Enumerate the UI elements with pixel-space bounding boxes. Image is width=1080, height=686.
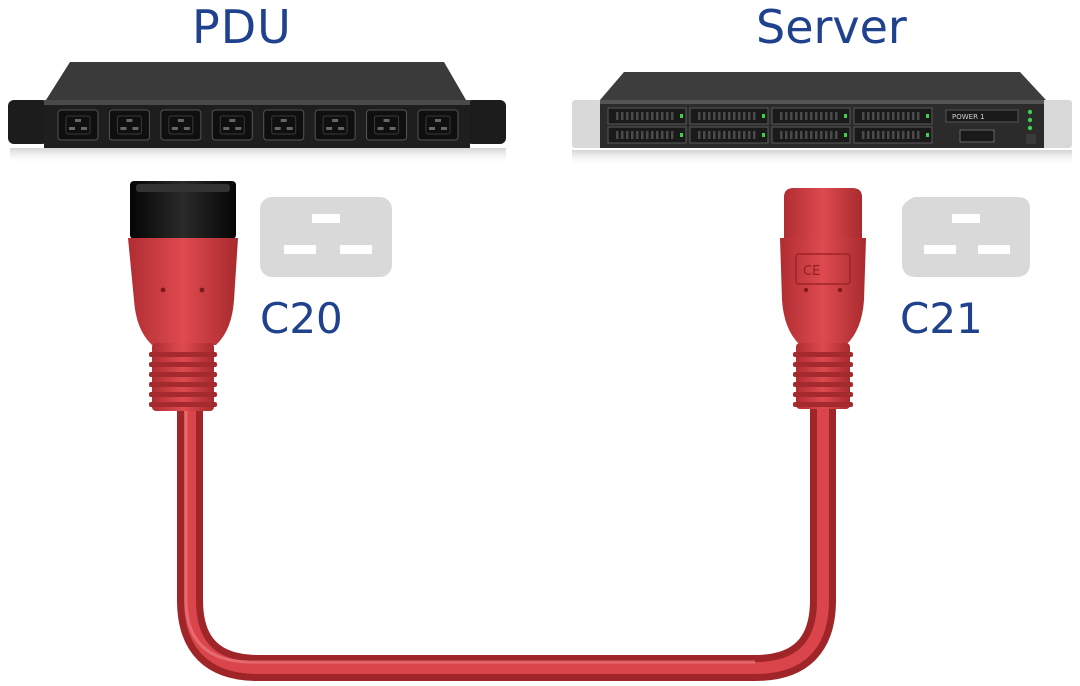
server-drive-bay [689, 126, 769, 144]
server-drive-bay [771, 126, 851, 144]
status-led [1027, 109, 1033, 115]
c20-inlet-icon [260, 197, 392, 277]
power-cable [177, 387, 836, 681]
pdu-outlet [57, 109, 99, 141]
server-title: Server [756, 0, 907, 54]
pdu-outlet [263, 109, 305, 141]
c21-plug: CE [780, 188, 866, 409]
svg-text:CE: CE [803, 264, 820, 279]
server-drive-bay [771, 107, 851, 125]
c20-label: C20 [260, 294, 343, 343]
server-drive-bay [853, 126, 933, 144]
pdu-outlet [314, 109, 356, 141]
server-drive-bay [853, 107, 933, 125]
pdu-outlet [108, 109, 150, 141]
c20-plug [128, 181, 238, 411]
pdu-title: PDU [192, 0, 292, 54]
status-led [1027, 125, 1033, 131]
c21-label: C21 [900, 294, 983, 343]
server-unit: POWER 1 [572, 72, 1072, 166]
pdu-unit [8, 62, 506, 164]
pdu-outlet [160, 109, 202, 141]
c21-inlet-icon [902, 197, 1030, 277]
pdu-outlet [417, 109, 459, 141]
status-led [1027, 117, 1033, 123]
server-drive-bay [607, 126, 687, 144]
pdu-outlet [211, 109, 253, 141]
server-drive-bay [607, 107, 687, 125]
pdu-outlet [366, 109, 408, 141]
server-power-label: POWER 1 [952, 113, 985, 121]
server-drive-bay [689, 107, 769, 125]
